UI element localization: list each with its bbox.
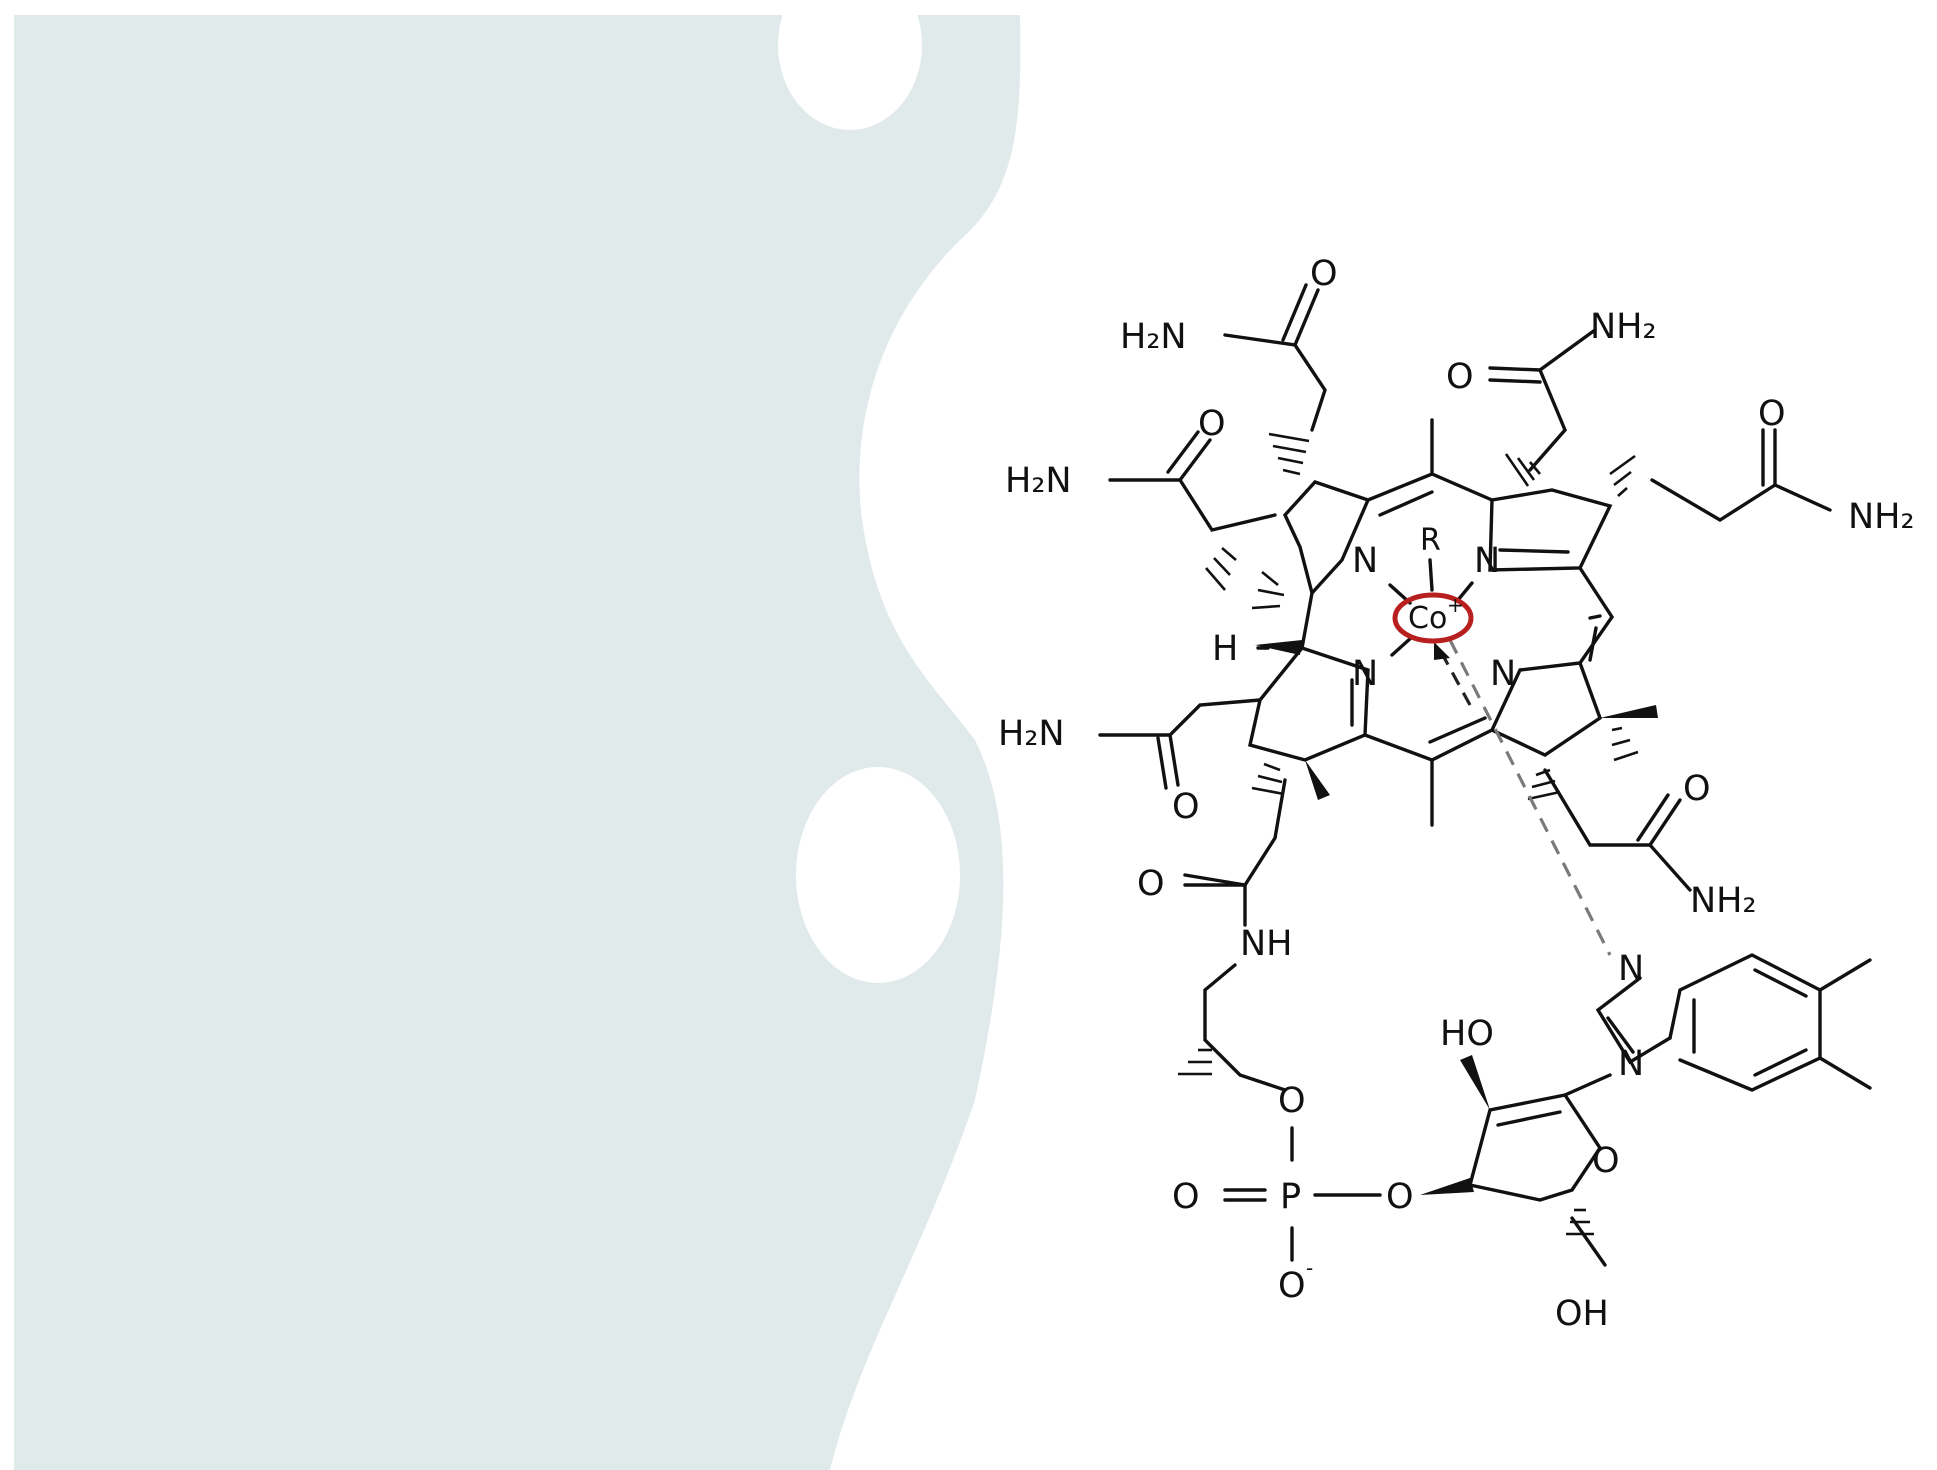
label-linker-nh: NH	[1240, 924, 1293, 964]
co-dash-inner	[1438, 649, 1472, 706]
side-chains	[1098, 283, 1832, 1262]
label-o-br: O	[1683, 769, 1711, 809]
sugar-ring	[1460, 1055, 1612, 1267]
label-o-tr: O	[1446, 357, 1474, 397]
label-nh2-tr: NH₂	[1590, 307, 1657, 347]
cobalt-highlight-ring	[1392, 592, 1474, 644]
label-ring-n-bl: N	[1352, 654, 1378, 694]
cobalt-center: Co +	[1392, 592, 1474, 644]
label-phosphate-o-charge: -	[1306, 1256, 1313, 1280]
label-sugar-o: O	[1592, 1141, 1620, 1181]
methyl-wedge-bottom-left	[1305, 760, 1330, 800]
hashed-bonds	[1178, 432, 1639, 1236]
panel-hole-top	[778, 0, 922, 130]
wavy-panel-shape	[14, 15, 1021, 1470]
atom-labels: H₂N O H₂N O H₂N O NH₂ O NH₂ O NH₂ O N N …	[998, 254, 1915, 1334]
corrin-ring	[1247, 418, 1615, 827]
h-wedge	[1255, 640, 1302, 655]
label-phosphate-o-left: O	[1172, 1177, 1200, 1217]
label-nh2-br: NH₂	[1690, 881, 1757, 921]
label-ring-n-tr: N	[1474, 541, 1500, 581]
label-sugar-ho: HO	[1440, 1014, 1494, 1054]
label-h2n-l: H₂N	[1005, 461, 1072, 501]
benzimidazole	[1595, 953, 1872, 1092]
label-cobalt: Co	[1408, 601, 1447, 636]
label-cobalt-charge: +	[1447, 593, 1464, 617]
label-sugar-oh: OH	[1555, 1294, 1609, 1334]
label-phosphate-p: P	[1280, 1177, 1301, 1217]
label-phosphate-o-top: O	[1278, 1081, 1306, 1121]
label-h2n-tl: H₂N	[1120, 317, 1187, 357]
label-linker-o: O	[1137, 864, 1165, 904]
label-o-l: O	[1198, 404, 1226, 444]
label-ligand-r: R	[1420, 523, 1441, 558]
label-h2n-bl: H₂N	[998, 714, 1065, 754]
label-phosphate-o-right: O	[1386, 1177, 1414, 1217]
co-arrow	[1434, 642, 1450, 660]
label-phosphate-o-bottom: O	[1278, 1266, 1306, 1306]
label-h-stereo: H	[1212, 629, 1238, 669]
label-o-tl: O	[1310, 254, 1338, 294]
label-o-r: O	[1758, 394, 1786, 434]
label-benz-n-top: N	[1618, 949, 1644, 989]
label-o-bl: O	[1172, 787, 1200, 827]
label-benz-n-bottom: N	[1618, 1044, 1644, 1084]
panel-hole-middle	[796, 767, 960, 983]
methyl-wedge-right	[1600, 705, 1658, 718]
label-ring-n-br: N	[1490, 654, 1516, 694]
co-n-coordination	[1448, 639, 1612, 956]
label-ring-n-tl: N	[1352, 541, 1378, 581]
label-nh2-r: NH₂	[1848, 497, 1915, 537]
